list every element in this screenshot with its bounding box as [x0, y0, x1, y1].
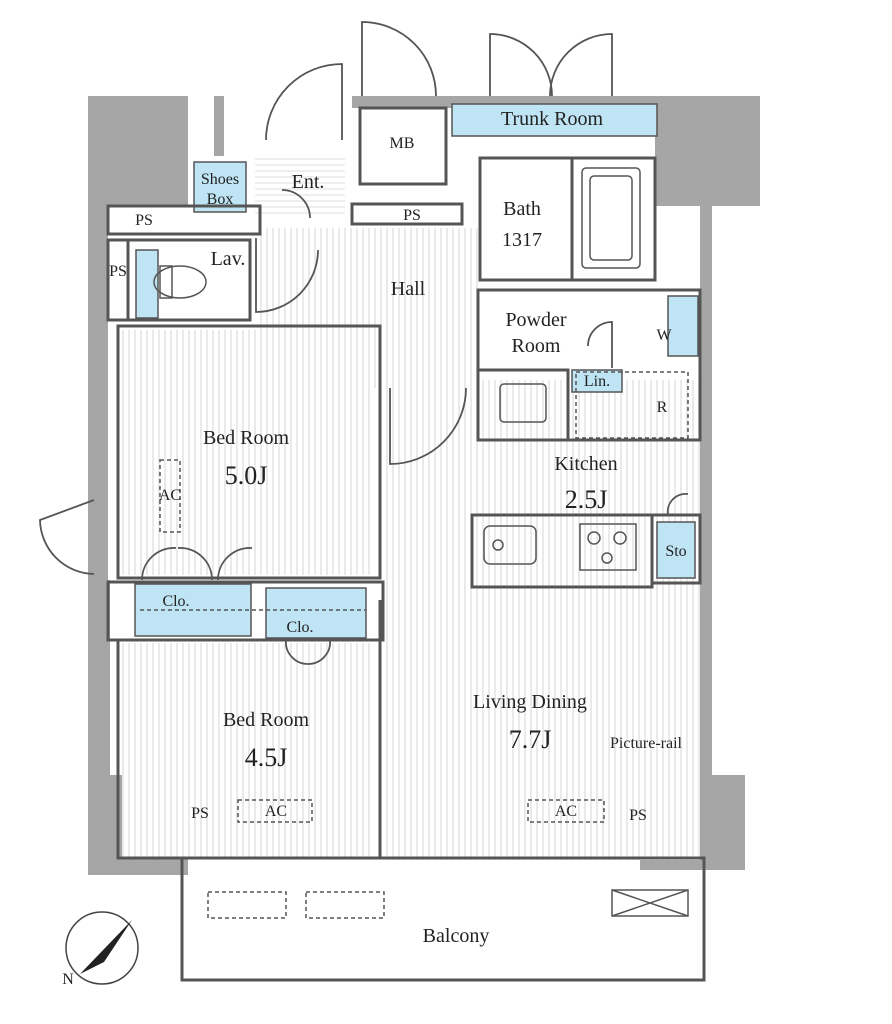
ps-left-label: PS [109, 263, 127, 280]
storage-areas [134, 103, 699, 639]
closet-1-label: Clo. [162, 593, 189, 610]
washer-label: W [656, 327, 672, 344]
outer-walls [88, 96, 760, 875]
mb-label: MB [390, 135, 415, 152]
bed-room-2-label: Bed Room [223, 709, 310, 731]
door-swings [39, 21, 689, 665]
bath-label: Bath [503, 198, 541, 220]
dashed-marks [140, 371, 689, 919]
bed-room-2-size-label: 4.5J [245, 743, 288, 772]
storage-label: Sto [665, 543, 686, 560]
ps-bottom-right-label: PS [629, 807, 647, 824]
room-labels: Trunk Room MB Shoes Box Ent. PS PS PS La… [62, 108, 686, 988]
bath-code-label: 1317 [502, 229, 542, 251]
shoes-box-label-2: Box [207, 191, 234, 208]
closet-2-label: Clo. [286, 619, 313, 636]
picture-rail-label: Picture-rail [610, 735, 683, 752]
ps-hall-label: PS [403, 207, 421, 224]
ps-top-left-label: PS [135, 212, 153, 229]
linen-label: Lin. [584, 373, 610, 390]
lavatory-label: Lav. [211, 248, 246, 270]
ac-bed2-label: AC [265, 803, 287, 820]
shoes-box-label-1: Shoes [201, 171, 239, 188]
powder-room-label-1: Powder [505, 309, 566, 331]
north-compass-icon [65, 911, 139, 985]
north-label: N [62, 971, 74, 988]
outdoor-unit [611, 889, 689, 917]
kitchen-label: Kitchen [554, 453, 617, 475]
ac-bed1-label: AC [159, 487, 181, 504]
kitchen-size-label: 2.5J [565, 485, 608, 514]
hall-label: Hall [391, 278, 426, 300]
bed-room-1-size-label: 5.0J [225, 461, 268, 490]
interior-walls [106, 106, 706, 982]
bed-room-1-label: Bed Room [203, 427, 290, 449]
balcony-label: Balcony [423, 925, 490, 947]
living-dining-label: Living Dining [473, 691, 587, 713]
floor-areas [122, 158, 700, 860]
powder-room-label-2: Room [512, 335, 561, 357]
entrance-label: Ent. [292, 171, 325, 193]
trunk-room-label: Trunk Room [501, 108, 604, 130]
refrigerator-label: R [657, 399, 668, 416]
living-dining-size-label: 7.7J [509, 725, 552, 754]
ac-living-label: AC [555, 803, 577, 820]
kitchen-fixtures [153, 167, 641, 571]
ps-bottom-left-label: PS [191, 805, 209, 822]
